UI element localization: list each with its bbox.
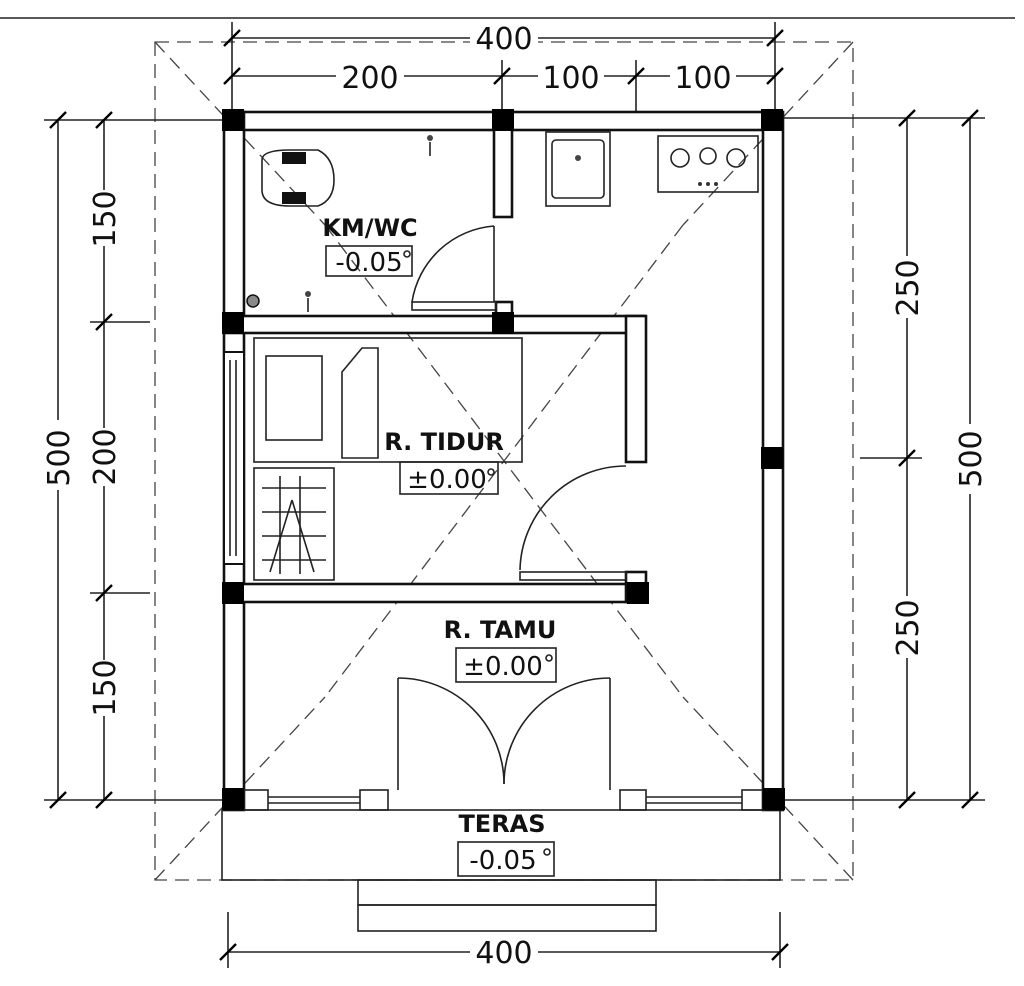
dimension-bottom: 400 — [219, 912, 789, 971]
dim-bottom-total: 400 — [475, 936, 532, 971]
front-window-right — [619, 789, 767, 811]
bedroom-door — [519, 465, 627, 571]
structural-columns — [222, 109, 785, 810]
front-door — [397, 677, 611, 790]
terrace-platform — [221, 809, 781, 932]
room-tamu: R. TAMU ±0.00 — [444, 616, 557, 683]
dim-left-segment-3: 150 — [88, 659, 123, 716]
dim-top-segment-1: 200 — [341, 61, 398, 96]
room-teras: TERAS -0.05 — [457, 810, 555, 877]
room-level-tidur: ±0.00 — [407, 465, 487, 495]
room-level-kmwc: -0.05 — [335, 248, 402, 278]
kitchen-sink-icon — [545, 131, 611, 207]
dim-top-total: 400 — [475, 22, 532, 57]
front-window-left — [243, 789, 389, 811]
toilet-icon — [261, 149, 335, 207]
bedroom-window — [223, 351, 245, 565]
dim-right-segment-2: 250 — [891, 599, 926, 656]
room-tidur: R. TIDUR ±0.00 — [384, 428, 504, 495]
room-kmwc: KM/WC -0.05 — [322, 214, 417, 278]
dim-right-total: 500 — [954, 430, 989, 487]
room-name-teras: TERAS — [458, 810, 545, 838]
bathroom-drain-icon — [246, 291, 311, 312]
dimension-right: 250 250 500 — [780, 109, 989, 809]
dimension-top: 400 200 100 100 — [223, 22, 784, 112]
dim-left-total: 500 — [42, 429, 77, 486]
wardrobe-icon — [253, 467, 335, 581]
dim-top-segment-2: 100 — [542, 61, 599, 96]
stove-icon — [657, 135, 759, 193]
room-name-tamu: R. TAMU — [444, 616, 557, 644]
dim-top-segment-3: 100 — [674, 61, 731, 96]
room-level-tamu: ±0.00 — [463, 652, 543, 682]
room-name-tidur: R. TIDUR — [384, 428, 504, 456]
room-name-kmwc: KM/WC — [322, 214, 417, 242]
bed-icon — [253, 337, 523, 463]
bathroom-door — [411, 225, 495, 303]
dim-left-segment-1: 150 — [88, 190, 123, 247]
bathroom-tap-icon — [427, 135, 433, 156]
room-level-teras: -0.05 — [469, 846, 536, 876]
dimension-left: 500 150 200 150 — [42, 111, 228, 809]
dim-left-segment-2: 200 — [88, 428, 123, 485]
roof-outline — [154, 41, 854, 881]
dim-right-segment-1: 250 — [891, 259, 926, 316]
